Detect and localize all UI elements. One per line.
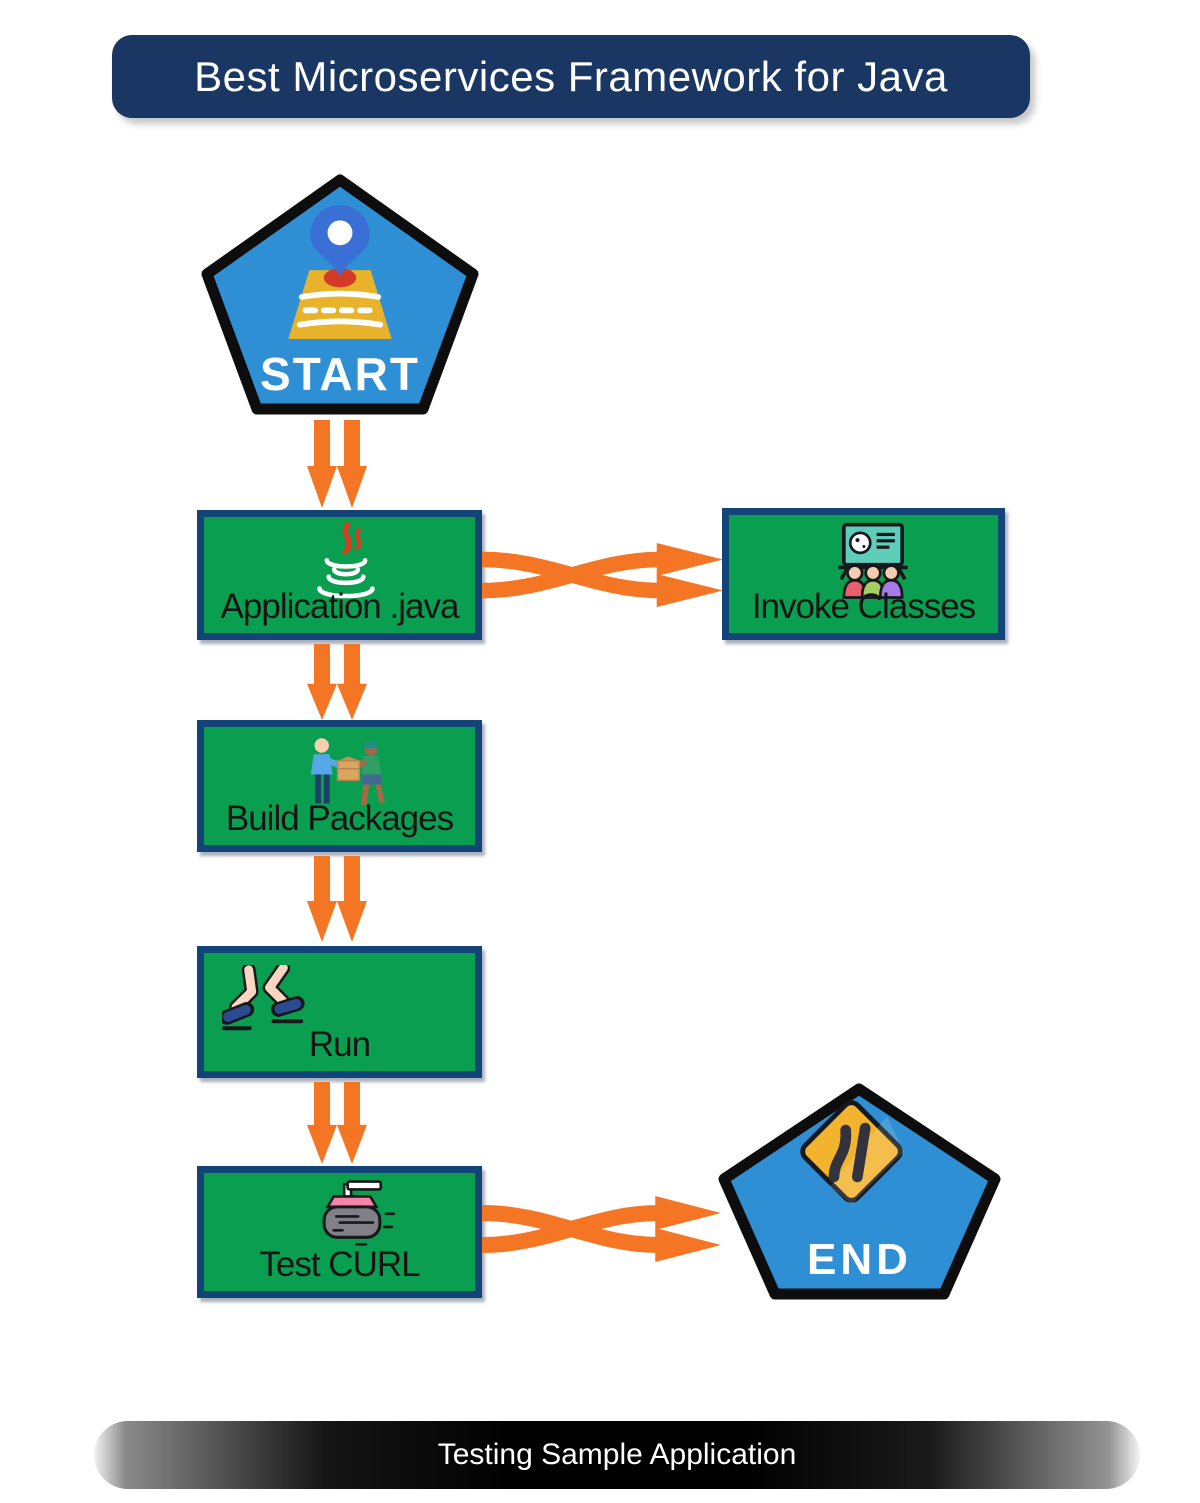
end-label: END bbox=[807, 1235, 912, 1284]
running-legs-icon bbox=[222, 965, 305, 1031]
node-start: START bbox=[200, 173, 480, 416]
build-packages-label: Build Packages bbox=[225, 799, 454, 838]
map-location-icon bbox=[288, 205, 392, 340]
curling-stone-icon bbox=[322, 1180, 396, 1246]
title-banner: Best Microservices Framework for Java bbox=[112, 35, 1030, 118]
invoke-classes-label: Invoke Classes bbox=[751, 587, 976, 626]
test-curl-label: Test CURL bbox=[259, 1245, 420, 1284]
merge-road-sign-icon bbox=[800, 1100, 905, 1205]
arrow-test-curl-to-end bbox=[482, 1194, 723, 1264]
classroom-icon bbox=[838, 522, 908, 599]
start-label: START bbox=[260, 348, 420, 400]
application-label: Application .java bbox=[220, 587, 460, 626]
node-end: END bbox=[717, 1083, 1002, 1300]
arrow-application-to-invoke-classes bbox=[482, 541, 725, 609]
java-cup-icon bbox=[317, 522, 375, 599]
node-run: Run bbox=[197, 946, 482, 1078]
package-handoff-icon bbox=[310, 738, 385, 805]
footer-banner: Testing Sample Application bbox=[94, 1421, 1140, 1489]
footer-title: Testing Sample Application bbox=[437, 1438, 797, 1471]
arrow-run-to-test-curl bbox=[307, 1082, 367, 1164]
node-build-packages: Build Packages bbox=[197, 720, 482, 852]
node-application: Application .java bbox=[197, 510, 482, 640]
arrow-application-to-build-packages bbox=[307, 644, 367, 720]
node-invoke-classes: Invoke Classes bbox=[722, 508, 1005, 640]
page-title: Best Microservices Framework for Java bbox=[194, 52, 948, 100]
arrow-start-to-application bbox=[307, 420, 367, 508]
run-label: Run bbox=[308, 1025, 371, 1064]
node-test-curl: Test CURL bbox=[197, 1166, 482, 1298]
arrow-build-packages-to-run bbox=[307, 856, 367, 942]
